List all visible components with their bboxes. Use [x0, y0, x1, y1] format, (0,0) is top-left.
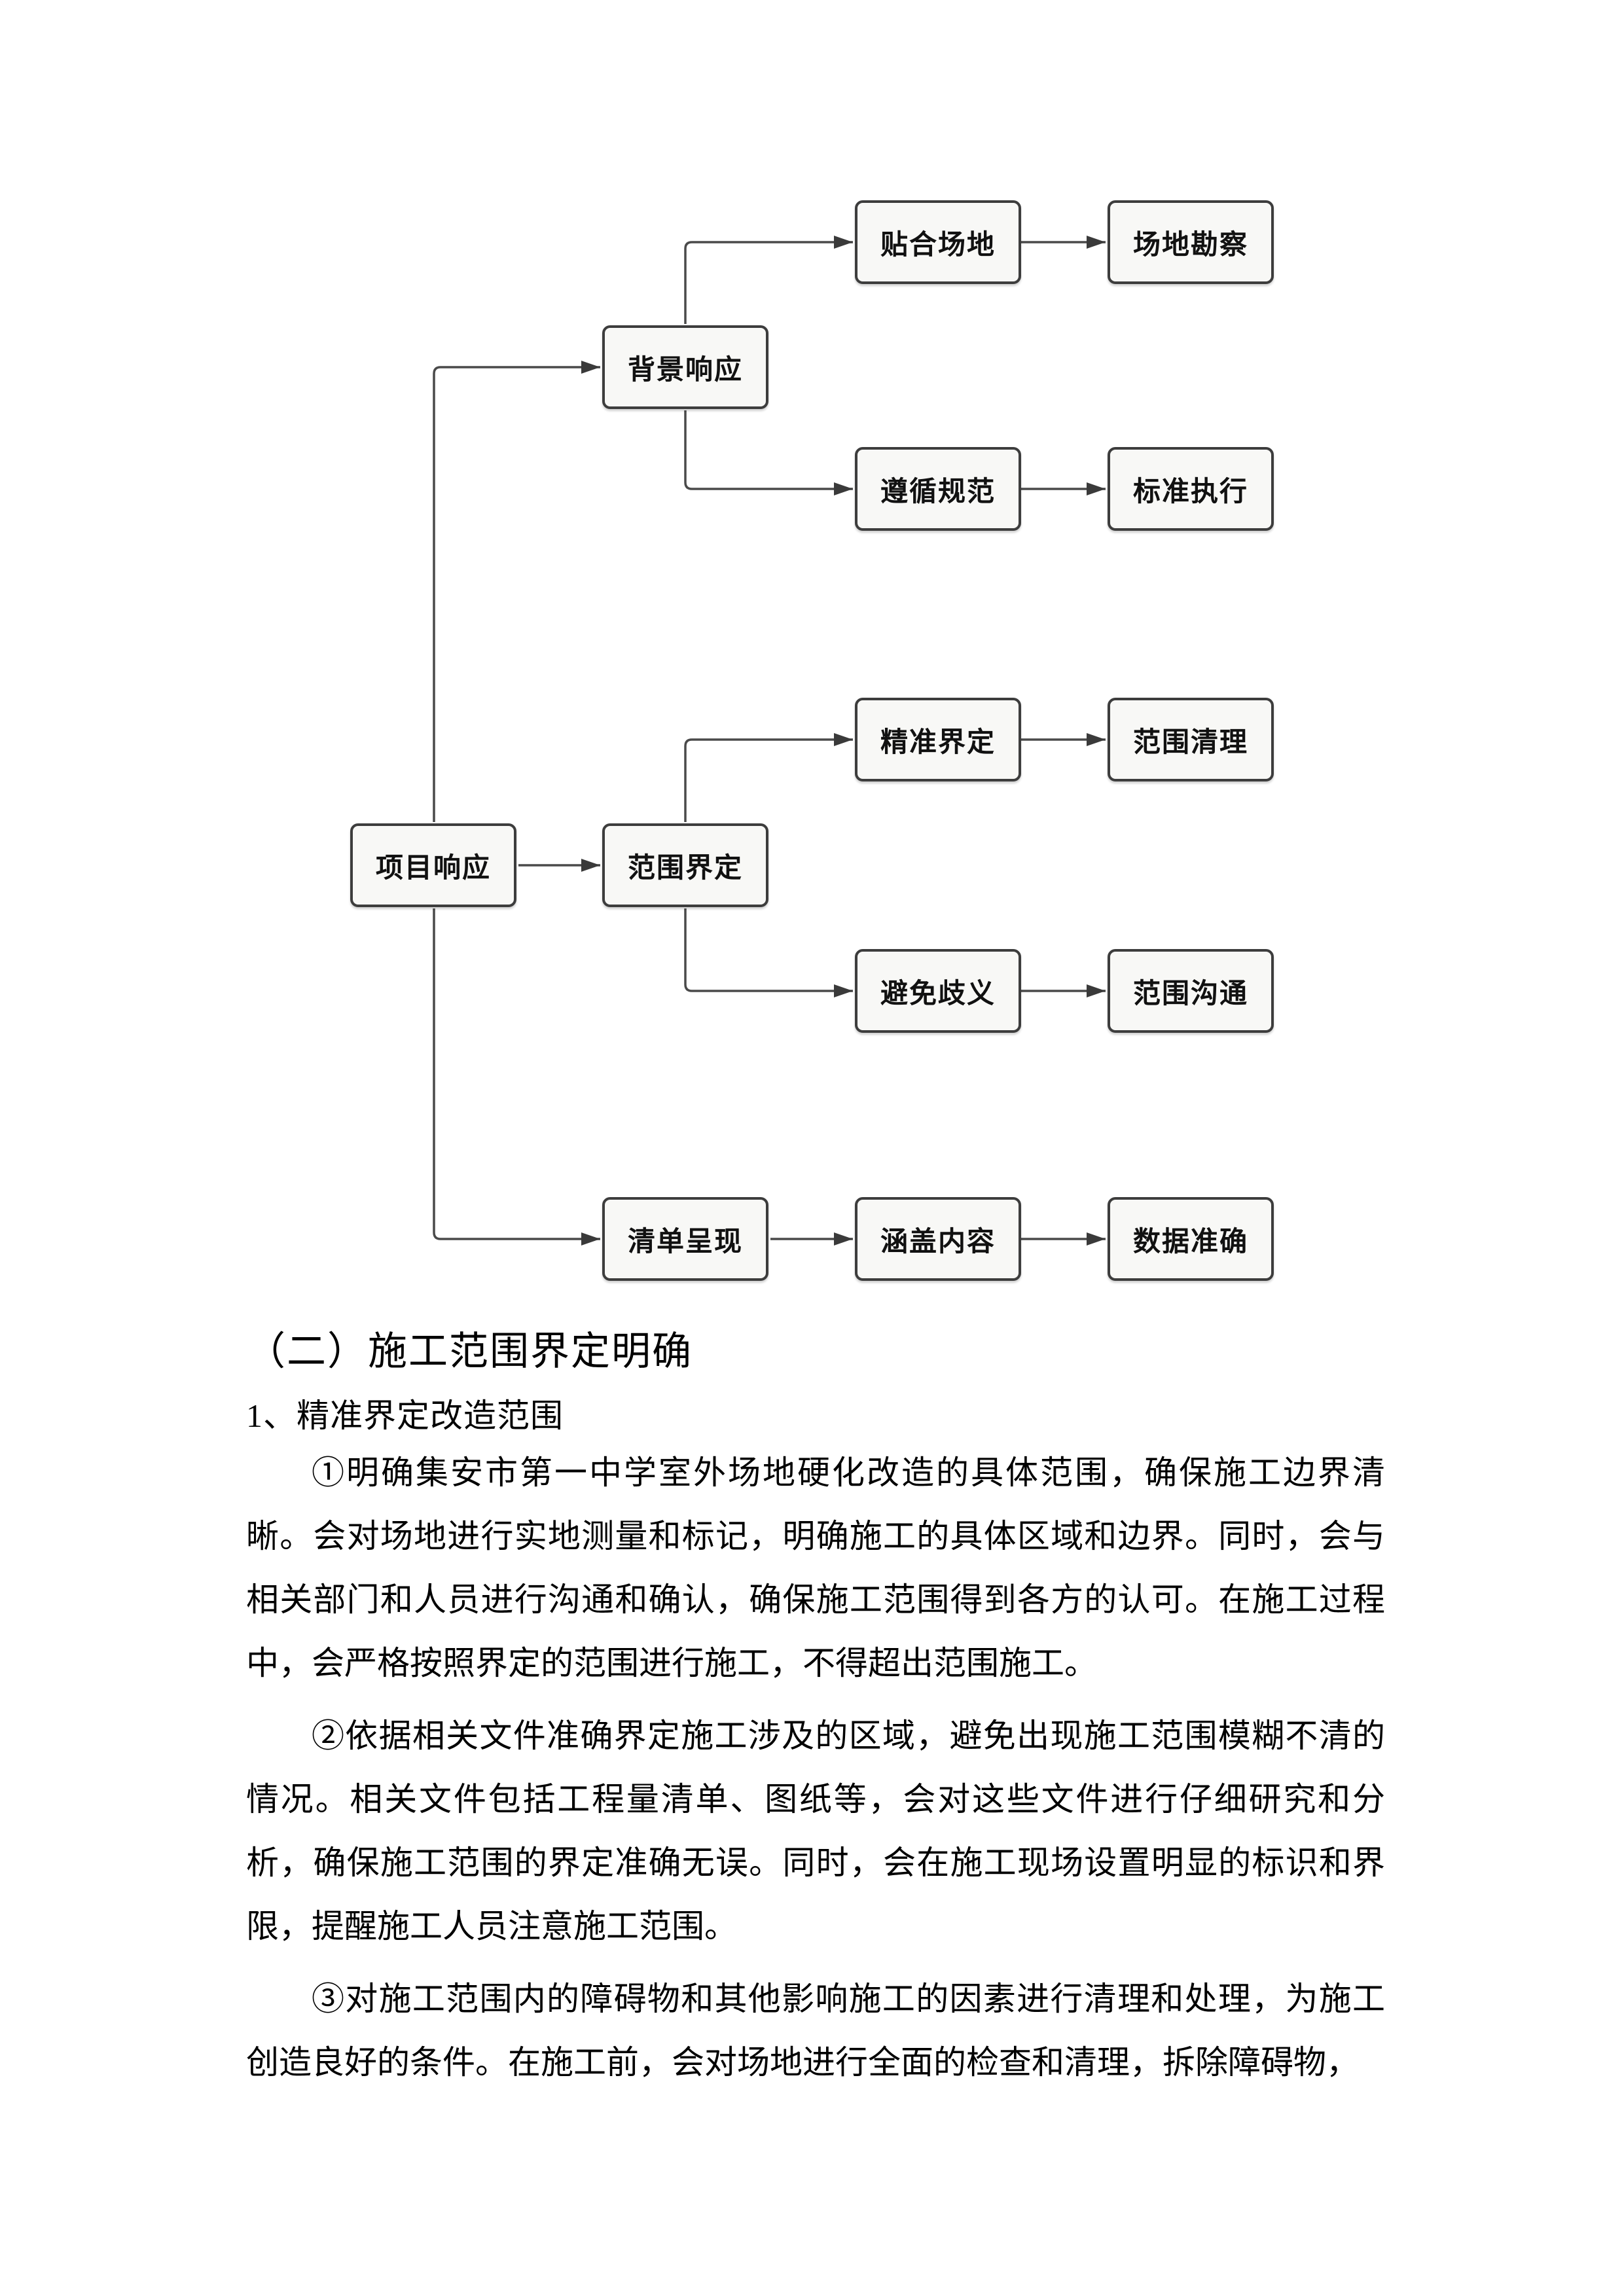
flow-node-beijing-xiangying: 背景响应 [602, 325, 768, 409]
section-heading: （二）施工范围界定明确 [246, 1330, 693, 1373]
flow-node-qingdan-chengxian: 清单呈现 [602, 1197, 768, 1281]
flow-node-label: 清单呈现 [627, 1227, 743, 1257]
flow-node-label: 范围界定 [627, 853, 743, 884]
flow-node-fanwei-jieding: 范围界定 [602, 823, 768, 907]
flow-node-biaozhun-zhixing: 标准执行 [1108, 447, 1274, 531]
flow-node-label: 标准执行 [1132, 476, 1248, 507]
paragraph-2: ②依据相关文件准确界定施工涉及的区域，避免出现施工范围模糊不清的情况。相关文件包… [246, 1717, 1385, 1945]
flow-node-fanwei-qingli: 范围清理 [1108, 698, 1274, 781]
flow-node-changdi-kancha: 场地勘察 [1108, 200, 1274, 284]
edge-beijing-zunxun [684, 410, 853, 495]
edge-jieding-bimian [684, 908, 853, 997]
edge-xiangmu-qingdan [433, 908, 600, 1246]
flow-node-label: 场地勘察 [1132, 230, 1248, 260]
flow-node-zunxun-guifan: 遵循规范 [855, 447, 1021, 531]
flow-node-bimian-qiyi: 避免歧义 [855, 949, 1021, 1033]
subsection-heading: 1、精准界定改造范围 [246, 1397, 564, 1434]
flow-node-label: 范围清理 [1132, 727, 1248, 758]
edge-beijing-tiehe [684, 236, 853, 324]
flowchart-connectors [433, 236, 1106, 1246]
flow-node-label: 背景响应 [627, 355, 743, 386]
flow-node-xiangmu-xiangying: 项目响应 [350, 823, 516, 907]
flow-node-shuju-zhunque: 数据准确 [1108, 1197, 1274, 1281]
flow-node-label: 遵循规范 [880, 476, 996, 507]
paragraph-1: ①明确集安市第一中学室外场地硬化改造的具体范围，确保施工边界清晰。会对场地进行实… [246, 1454, 1385, 1681]
flow-node-label: 项目响应 [375, 853, 491, 884]
flow-node-fanwei-goutong: 范围沟通 [1108, 949, 1274, 1033]
flow-node-label: 精准界定 [880, 727, 996, 758]
flow-node-label: 避免歧义 [880, 978, 996, 1009]
flow-node-label: 涵盖内容 [880, 1227, 996, 1257]
flow-node-label: 数据准确 [1132, 1227, 1248, 1257]
flowchart: 贴合场地 场地勘察 背景响应 遵循规范 标准执行 精准界定 范围清理 项目响应 … [350, 200, 1274, 1281]
flow-node-tiehe-changdi: 贴合场地 [855, 200, 1021, 284]
document-body: （二）施工范围界定明确 1、精准界定改造范围 ①明确集安市第一中学室外场地硬化改… [246, 1332, 1385, 2094]
flow-node-jingzhun-jieding: 精准界定 [855, 698, 1021, 781]
edge-xiangmu-beijing [433, 361, 600, 822]
paragraph-3: ③对施工范围内的障碍物和其他影响施工的因素进行清理和处理，为施工创造良好的条件。… [246, 1981, 1385, 2081]
edge-jieding-jingzhun [684, 733, 853, 822]
flow-node-label: 贴合场地 [880, 230, 996, 260]
flow-node-hangai-neirong: 涵盖内容 [855, 1197, 1021, 1281]
flow-node-label: 范围沟通 [1132, 978, 1248, 1009]
